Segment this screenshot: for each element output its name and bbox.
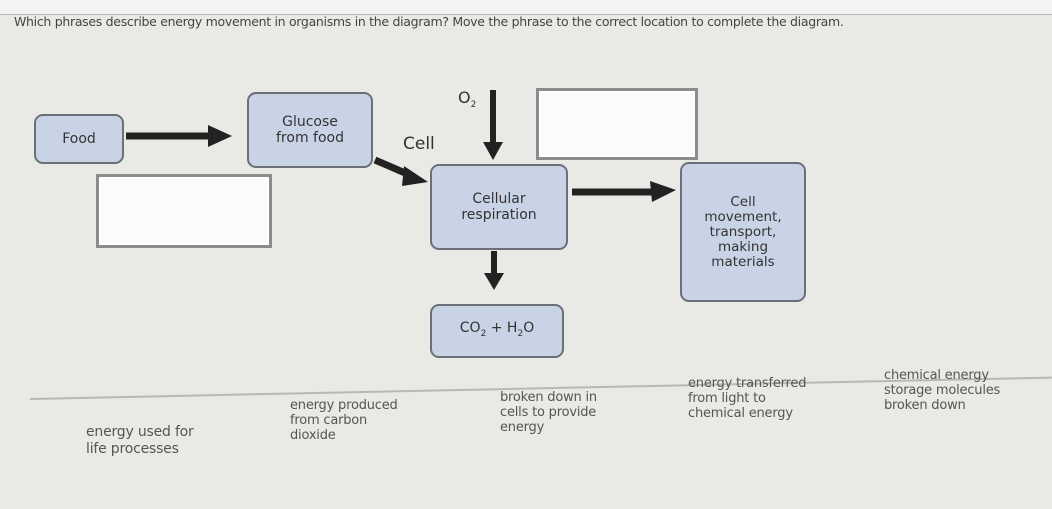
- co2-subscript: 2: [480, 328, 487, 339]
- phrase-energy-transferred[interactable]: energy transferred from light to chemica…: [688, 376, 807, 421]
- phrase-energy-used[interactable]: energy used for life processes: [86, 424, 194, 457]
- o2-label: O2: [458, 88, 476, 110]
- question-text: Which phrases describe energy movement i…: [14, 14, 844, 29]
- food-label: Food: [62, 131, 96, 147]
- cell-movement-label: Cell movement, transport, making materia…: [704, 193, 782, 270]
- co2-h2o-label: CO2 + H2O: [460, 320, 534, 342]
- arrow-to-co2-head: [484, 273, 504, 290]
- cellular-respiration-label: Cellular respiration: [461, 191, 537, 223]
- food-box: Food: [34, 114, 124, 164]
- glucose-label: Glucose from food: [276, 114, 344, 146]
- arrow-o2-down-head: [483, 142, 503, 160]
- phrase-energy-produced[interactable]: energy produced from carbon dioxide: [290, 398, 398, 443]
- co2-h2o-box: CO2 + H2O: [430, 304, 564, 358]
- o2-subscript: 2: [470, 100, 477, 111]
- cell-label: Cell: [403, 134, 435, 154]
- arrow-respiration-to-movement-head: [650, 181, 676, 202]
- h-text: + H: [486, 320, 518, 337]
- phrase-chemical-energy-storage[interactable]: chemical energy storage molecules broken…: [884, 368, 1001, 413]
- top-toolbar: [0, 0, 1052, 15]
- co2-text: CO: [459, 320, 481, 337]
- o-text: O: [523, 320, 535, 337]
- drop-zone-top-right[interactable]: [536, 88, 698, 160]
- cell-movement-box: Cell movement, transport, making materia…: [680, 162, 806, 302]
- drop-zone-left[interactable]: [96, 174, 272, 248]
- o2-text: O: [458, 88, 471, 107]
- arrow-glucose-to-respiration-head: [402, 166, 428, 186]
- arrow-food-to-glucose-head: [208, 125, 232, 147]
- phrase-broken-down-cells[interactable]: broken down in cells to provide energy: [500, 390, 597, 435]
- cellular-respiration-box: Cellular respiration: [430, 164, 568, 250]
- h2o-subscript: 2: [517, 328, 524, 339]
- glucose-box: Glucose from food: [247, 92, 373, 168]
